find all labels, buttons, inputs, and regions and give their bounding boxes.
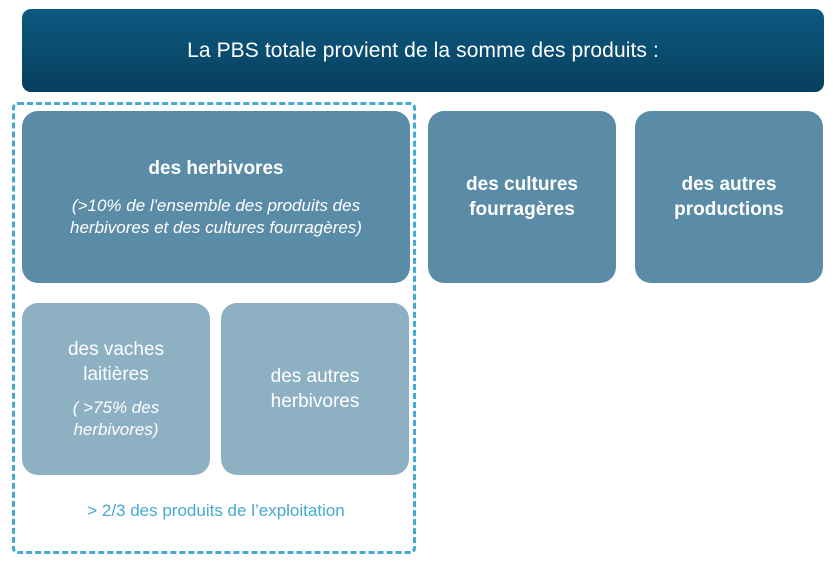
cultures-line2: fourragères [469, 199, 575, 220]
vaches-line2: laitières [83, 364, 149, 385]
cultures-fourrageres-box: des cultures fourragères [428, 111, 616, 283]
vaches-note-line1: ( >75% des [72, 398, 160, 417]
herbivores-note: (>10% de l'ensemble des produits des her… [70, 195, 362, 237]
header-title: La PBS totale provient de la somme des p… [187, 38, 659, 62]
vaches-line1: des vaches [67, 339, 165, 360]
vaches-note-line2: herbivores) [73, 420, 159, 439]
herbivores-title: des herbivores [148, 157, 284, 179]
autres-herbivores-line2: herbivores [270, 391, 360, 412]
herbivores-group-outline [12, 102, 416, 554]
herbivores-box: des herbivores (>10% de l'ensemble des p… [22, 111, 410, 283]
header-banner: La PBS totale provient de la somme des p… [22, 9, 824, 92]
cultures-line1: des cultures [466, 174, 578, 195]
vaches-laitieres-box: des vaches laitières ( >75% des herbivor… [22, 303, 210, 475]
autres-herbivores-box: des autres herbivores [221, 303, 409, 475]
autres-productions-box: des autres productions [635, 111, 823, 283]
group-footer-label: > 2/3 des produits de l’exploitation [87, 501, 345, 520]
autres-herbivores-line1: des autres [270, 366, 360, 387]
autres-productions-line2: productions [674, 199, 784, 220]
autres-productions-line1: des autres [681, 174, 777, 195]
